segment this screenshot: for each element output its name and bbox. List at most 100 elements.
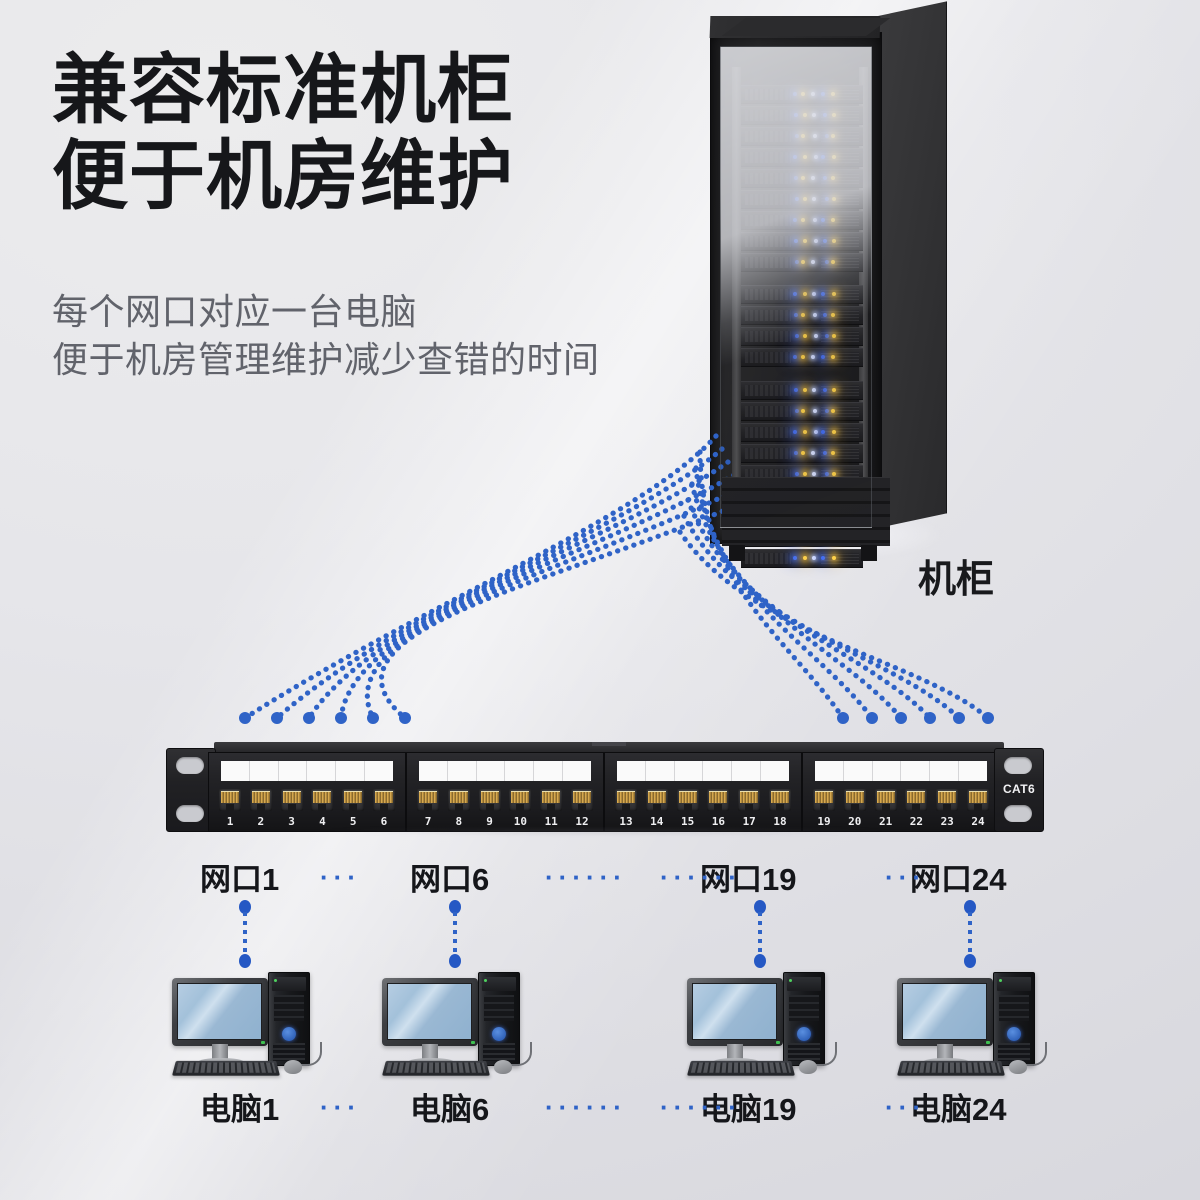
status-led-yellow — [832, 430, 836, 434]
connector-dot — [239, 900, 251, 914]
rj45-port-icon[interactable] — [936, 789, 959, 811]
connector-dot — [754, 900, 766, 914]
status-led-yellow — [831, 176, 835, 180]
status-led-blue — [794, 113, 798, 117]
rj45-port-icon[interactable] — [966, 789, 989, 811]
connector-dot — [754, 954, 766, 968]
rack-top-face — [722, 18, 891, 36]
cable-path-left — [364, 485, 743, 721]
status-led-blue — [823, 239, 827, 243]
server-unit — [741, 348, 863, 367]
rj45-port-icon[interactable] — [707, 789, 730, 811]
status-led-white — [813, 409, 817, 413]
rj45-port-icon[interactable] — [478, 789, 501, 811]
label-cell — [419, 761, 448, 781]
server-drive-bay — [745, 427, 791, 438]
ellipsis-marker: ······ — [660, 1092, 742, 1122]
status-led-yellow — [803, 113, 807, 117]
server-unit — [741, 190, 863, 209]
status-led-white — [813, 134, 817, 138]
rj45-port-icon[interactable] — [615, 789, 637, 811]
status-led-yellow — [832, 197, 836, 201]
rj45-port-icon[interactable] — [738, 789, 761, 811]
cable-endpoint — [239, 712, 251, 724]
rj45-port-icon[interactable] — [342, 789, 365, 811]
connector-dotted-line — [758, 912, 762, 956]
rj45-port-icon[interactable] — [417, 789, 439, 811]
rj45-port-icon[interactable] — [843, 789, 866, 811]
cable-endpoint — [953, 712, 965, 724]
status-led-blue — [821, 292, 825, 296]
rj45-port-icon[interactable] — [372, 789, 395, 811]
port-number: 17 — [742, 815, 756, 828]
status-led-yellow — [831, 218, 835, 222]
monitor-frame — [687, 978, 783, 1046]
label-strip — [221, 761, 393, 781]
rj45-port-icon[interactable] — [570, 789, 593, 811]
rj45-port-icon[interactable] — [249, 789, 272, 811]
status-led-yellow — [832, 239, 836, 243]
status-led-yellow — [831, 355, 835, 359]
status-led-yellow — [831, 313, 835, 317]
rj45-port-icon[interactable] — [874, 789, 897, 811]
server-vent — [821, 427, 859, 438]
computer-label: 电脑1 — [200, 1092, 280, 1127]
port-number: 10 — [513, 815, 528, 828]
status-led-blue — [821, 92, 825, 96]
status-led-blue — [821, 556, 825, 560]
rj45-port-icon[interactable] — [905, 789, 928, 811]
server-unit — [741, 232, 863, 251]
port-number: 14 — [650, 815, 664, 828]
rj45-port-icon[interactable] — [540, 789, 563, 811]
label-cell — [250, 761, 279, 781]
mount-hole-icon — [1004, 757, 1032, 774]
rack-foot-left — [729, 545, 745, 561]
port-number: 21 — [878, 815, 893, 828]
label-cell — [448, 761, 477, 781]
status-led-white — [811, 176, 815, 180]
mouse-cord — [1023, 1042, 1047, 1066]
rj45-port-icon[interactable] — [768, 789, 791, 811]
rj45-port-icon[interactable] — [645, 789, 668, 811]
rj45-port-icon[interactable] — [219, 789, 241, 811]
rack-rail-left — [732, 67, 741, 537]
rj45-port-icon[interactable] — [311, 789, 334, 811]
connector-dotted-line — [243, 912, 247, 956]
rj45-port-icon[interactable] — [676, 789, 699, 811]
rj45-port-icon[interactable] — [813, 789, 835, 811]
status-led-yellow — [801, 134, 805, 138]
server-vent — [821, 352, 859, 363]
power-button-icon — [797, 1027, 811, 1041]
rj45-port-icon[interactable] — [280, 789, 303, 811]
status-led-blue — [794, 313, 798, 317]
port-number: 16 — [711, 815, 726, 828]
server-drive-bay — [745, 89, 791, 100]
label-cell — [365, 761, 393, 781]
connector-dot — [449, 954, 461, 968]
status-led-blue — [825, 260, 829, 264]
power-button-icon — [282, 1027, 296, 1041]
monitor-power-led — [776, 1041, 780, 1044]
status-led-blue — [793, 92, 797, 96]
status-led-yellow — [801, 355, 805, 359]
server-unit — [741, 85, 863, 104]
rj45-port-icon[interactable] — [447, 789, 470, 811]
status-led-white — [812, 472, 816, 476]
tower-optical-drive — [482, 977, 516, 991]
status-led-blue — [793, 430, 797, 434]
server-unit — [741, 549, 863, 568]
server-unit — [741, 444, 863, 463]
monitor-power-led — [986, 1041, 990, 1044]
keyboard — [896, 1060, 1006, 1076]
rack-caption: 机柜 — [918, 559, 995, 601]
mouse — [1009, 1060, 1027, 1074]
headline-line-2: 便于机房维护 — [52, 134, 514, 219]
server-drive-bay — [745, 406, 791, 417]
rj45-port-icon[interactable] — [509, 789, 532, 811]
mouse — [799, 1060, 817, 1074]
status-led-white — [811, 355, 815, 359]
label-cell — [617, 761, 646, 781]
server-drive-bay — [745, 152, 791, 163]
